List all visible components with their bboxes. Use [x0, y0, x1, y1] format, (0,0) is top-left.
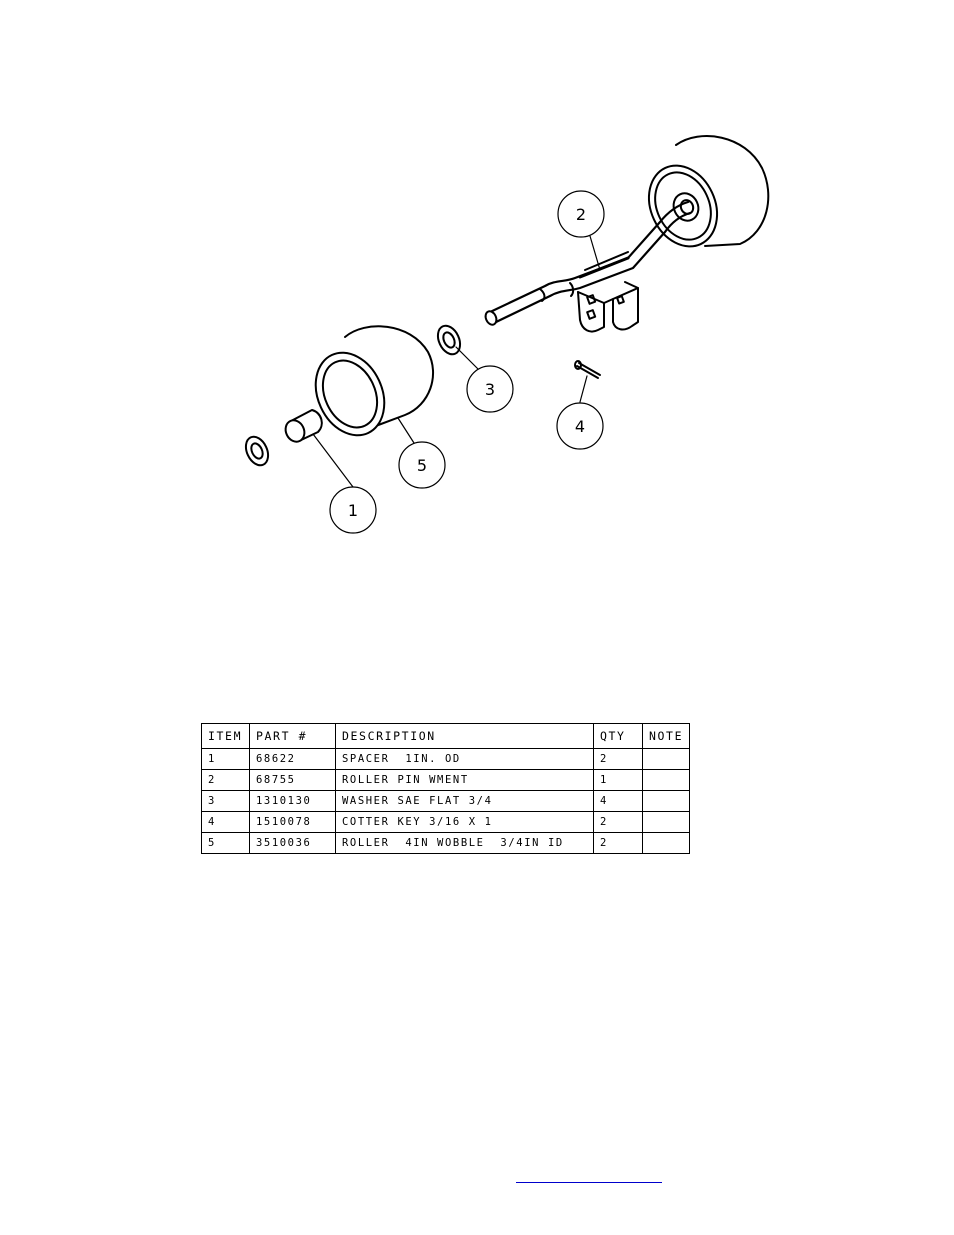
bom-cell-qty: 4	[593, 790, 643, 812]
callout-label-5: 5	[417, 456, 427, 475]
leader-lines	[312, 235, 601, 488]
callout-label-2: 2	[576, 205, 586, 224]
callout-label-4: 4	[575, 417, 585, 436]
callout-label-1: 1	[348, 501, 358, 520]
bom-cell-description: ROLLER PIN WMENT	[335, 769, 594, 791]
bom-header-description: DESCRIPTION	[335, 723, 594, 749]
bom-cell-qty: 1	[593, 769, 643, 791]
bom-cell-item: 4	[201, 811, 250, 833]
callout-circle-4	[556, 402, 604, 450]
bom-cell-note	[641, 769, 691, 791]
washer-left	[244, 435, 270, 467]
bom-cell-description: ROLLER 4IN WOBBLE 3/4IN ID	[335, 832, 594, 854]
callout-circle-5	[398, 441, 446, 489]
bom-cell-qty: 2	[593, 832, 643, 854]
table-row: 4 1510078 COTTER KEY 3/16 X 1 2	[201, 811, 691, 833]
footer-link[interactable]	[516, 1168, 662, 1183]
table-row: 2 68755 ROLLER PIN WMENT 1	[201, 769, 691, 791]
bill-of-materials-table: ITEM PART # DESCRIPTION QTY NOTE 1 68622…	[201, 723, 691, 854]
bom-header-row: ITEM PART # DESCRIPTION QTY NOTE	[201, 723, 691, 749]
roller-far	[647, 135, 770, 248]
cotter-key-item-4	[574, 360, 601, 379]
bom-cell-item: 2	[201, 769, 250, 791]
spacer-item-1	[284, 409, 323, 443]
bom-cell-note	[641, 790, 691, 812]
callout-label-3: 3	[485, 380, 495, 399]
bom-cell-description: SPACER 1IN. OD	[335, 748, 594, 770]
washer-item-3	[436, 324, 462, 356]
bom-cell-item: 1	[201, 748, 250, 770]
bom-cell-note	[641, 748, 691, 770]
bom-header-part: PART #	[249, 723, 336, 749]
table-row: 3 1310130 WASHER SAE FLAT 3/4 4	[201, 790, 691, 812]
bom-cell-qty: 2	[593, 748, 643, 770]
callout-circle-3	[466, 365, 514, 413]
bom-cell-qty: 2	[593, 811, 643, 833]
table-row: 5 3510036 ROLLER 4IN WOBBLE 3/4IN ID 2	[201, 832, 691, 854]
bom-cell-note	[641, 811, 691, 833]
bom-cell-description: WASHER SAE FLAT 3/4	[335, 790, 594, 812]
callout-circle-1	[329, 486, 377, 534]
bom-cell-part: 68755	[249, 769, 336, 791]
roller-near	[314, 325, 435, 437]
bom-cell-part: 1510078	[249, 811, 336, 833]
bom-header-qty: QTY	[593, 723, 643, 749]
bom-cell-item: 3	[201, 790, 250, 812]
bom-cell-note	[641, 832, 691, 854]
bom-cell-description: COTTER KEY 3/16 X 1	[335, 811, 594, 833]
bom-header-note: NOTE	[641, 723, 691, 749]
roller-pin-weldment	[484, 200, 692, 333]
bom-cell-item: 5	[201, 832, 250, 854]
table-row: 1 68622 SPACER 1IN. OD 2	[201, 748, 691, 770]
exploded-assembly-drawing: 1 2 3 4 5	[244, 135, 770, 534]
bom-cell-part: 68622	[249, 748, 336, 770]
bom-header-item: ITEM	[201, 723, 250, 749]
callout-circle-2	[557, 190, 605, 238]
bom-cell-part: 3510036	[249, 832, 336, 854]
bom-cell-part: 1310130	[249, 790, 336, 812]
